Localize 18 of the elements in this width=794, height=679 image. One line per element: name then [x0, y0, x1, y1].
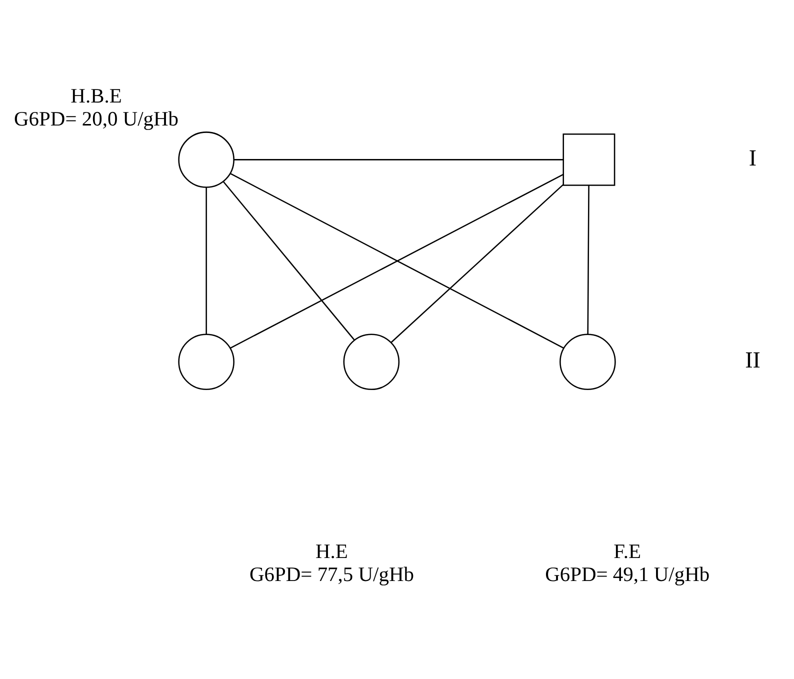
connector: [390, 184, 564, 343]
node-label: G6PD= 49,1 U/gHb: [545, 564, 710, 586]
node-label: G6PD= 77,5 U/gHb: [249, 564, 414, 586]
connector: [206, 188, 207, 334]
connector: [587, 185, 590, 334]
connector: [222, 181, 355, 340]
label: II: [745, 346, 760, 373]
node-label: H.B.E: [70, 86, 122, 108]
node-circle: [178, 132, 234, 188]
node-box: [562, 133, 616, 186]
node-circle: [560, 334, 616, 390]
connector: [234, 159, 564, 160]
node-label: H.E: [316, 541, 348, 564]
node-circle: [343, 334, 400, 390]
node-label: G6PD= 20,0 U/gHb: [14, 108, 179, 131]
label: I: [748, 144, 757, 170]
node-label: F.E: [614, 541, 642, 564]
node-circle: [178, 334, 234, 390]
